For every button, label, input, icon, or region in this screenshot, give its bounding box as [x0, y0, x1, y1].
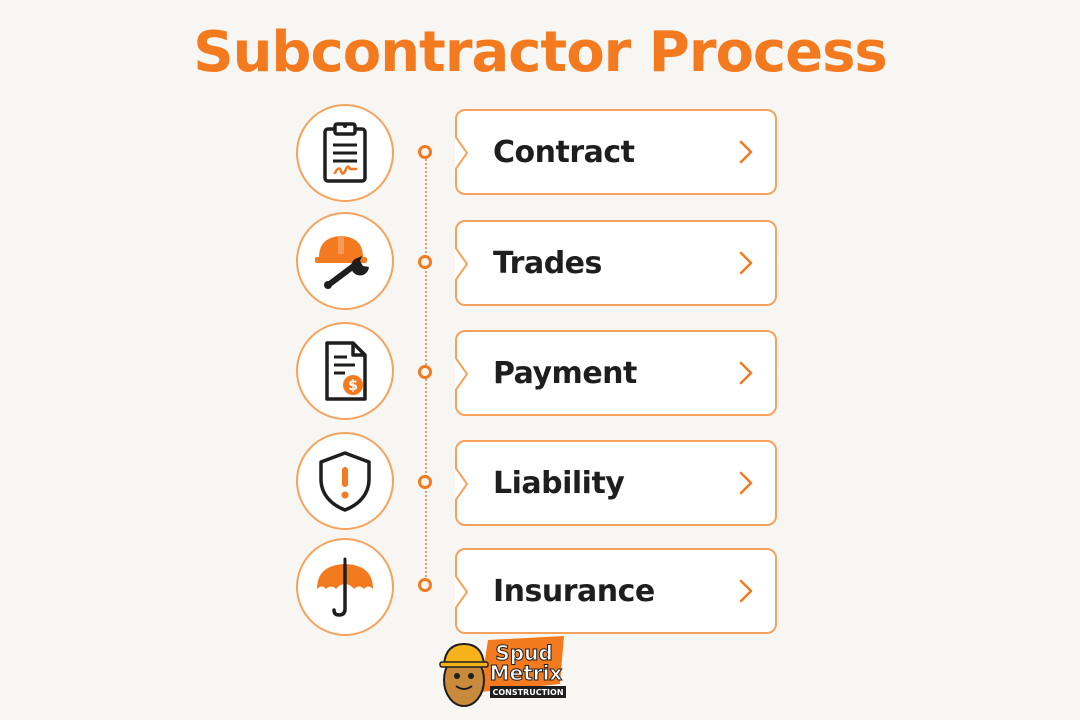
svg-text:$: $: [348, 378, 358, 394]
step-card-trades[interactable]: Trades: [455, 220, 777, 306]
spudmetrix-logo: Spud Metrix CONSTRUCTION: [439, 636, 566, 707]
chevron-right-icon: [739, 579, 753, 603]
shield-alert-icon: [296, 432, 394, 530]
step-card-payment[interactable]: Payment: [455, 330, 777, 416]
logo-text-line2: Metrix: [490, 661, 563, 685]
chevron-right-icon: [739, 140, 753, 164]
page-title: Subcontractor Process: [193, 20, 888, 85]
umbrella-icon: [296, 538, 394, 636]
step-label: Payment: [493, 355, 637, 391]
logo-text-line1: Spud: [495, 641, 552, 665]
chevron-right-icon: [739, 251, 753, 275]
step-label: Insurance: [493, 573, 655, 609]
invoice-dollar-icon: $: [296, 322, 394, 420]
hardhat-wrench-icon: [296, 212, 394, 310]
step-card-insurance[interactable]: Insurance: [455, 548, 777, 634]
step-card-liability[interactable]: Liability: [455, 440, 777, 526]
timeline-node-liability: [418, 475, 432, 489]
timeline-node-insurance: [418, 578, 432, 592]
clipboard-icon: [296, 104, 394, 202]
step-label: Liability: [493, 465, 625, 501]
chevron-right-icon: [739, 471, 753, 495]
step-label: Contract: [493, 134, 635, 170]
timeline-node-payment: [418, 365, 432, 379]
timeline-node-trades: [418, 255, 432, 269]
timeline-node-contract: [418, 145, 432, 159]
logo-text-line3: CONSTRUCTION: [492, 688, 563, 697]
step-card-contract[interactable]: Contract: [455, 109, 777, 195]
step-label: Trades: [493, 245, 602, 281]
chevron-right-icon: [739, 361, 753, 385]
